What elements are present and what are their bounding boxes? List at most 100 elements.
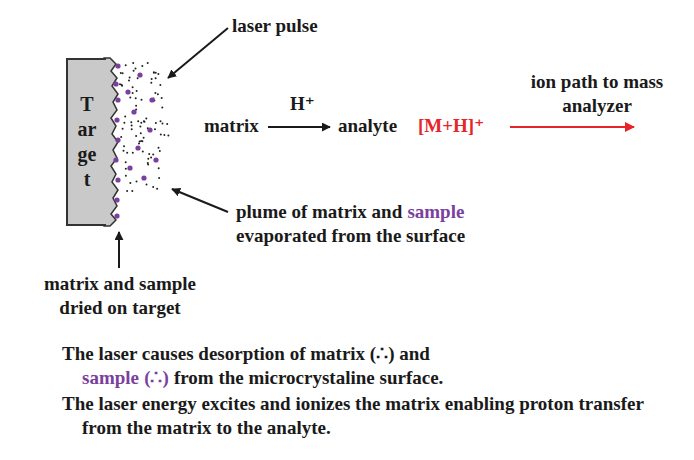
callout-text: evaporated from the surface [236,225,465,246]
sample-dot [127,165,132,170]
matrix-dot [158,177,160,179]
plume-dots [113,62,169,219]
caption-line: from the microcrystaline surface. [174,367,443,388]
callout-text: ion path to mass analyzer [526,70,668,118]
matrix-dot [130,121,132,123]
matrix-dot [135,67,137,69]
matrix-dot [138,142,140,144]
matrix-dot [131,128,133,130]
matrix-dot [132,62,134,64]
matrix-dot [122,128,124,130]
matrix-dot [157,73,159,75]
matrix-dot [153,71,155,73]
matrix-dot [155,72,157,74]
matrix-dot [123,145,125,147]
matrix-dot [141,140,143,142]
matrix-dot [140,122,142,124]
caption-line: The laser energy excites and ionizes the… [62,392,688,440]
matrix-dot [167,135,169,137]
matrix-dot [136,181,138,183]
matrix-dot [154,128,156,130]
proton-label: H⁺ [290,93,315,114]
matrix-dot [155,122,157,124]
sample-dot [113,157,118,162]
matrix-dot [160,120,162,122]
matrix-dot [123,122,125,124]
sample-dot [125,89,130,94]
ion-formula: [M+H]⁺ [418,115,484,136]
matrix-dot [161,107,163,109]
sample-dot [115,63,120,68]
proton-label: H⁺ [290,92,315,116]
matrix-dot [147,162,149,164]
matrix-dot [141,65,143,67]
matrix-dot [129,77,131,79]
matrix-dot [148,153,150,155]
matrix-dot [154,92,156,94]
sample-dot [137,72,142,77]
matrix-dot [151,78,153,80]
callout-text: plume of matrix andsample [236,200,464,224]
matrix-dot [135,105,137,107]
matrix-dot [129,97,131,99]
matrix-dot [147,158,149,160]
sample-dot [135,145,140,150]
matrix-dot [146,183,148,185]
plume-pointer [172,189,228,212]
matrix-dot [156,188,158,190]
matrix-dot [155,77,157,79]
callout-text: laser pulse [232,15,318,36]
matrix-dot [121,85,123,87]
matrix-dot [166,123,168,125]
matrix-dot [128,79,130,81]
sample-dot [131,109,136,114]
callout-text: ion path to mass analyzer [531,71,664,116]
matrix-dot [143,137,145,139]
matrix-dot [142,150,144,152]
matrix-dot [159,150,161,152]
target-plate: Target [66,58,106,226]
sample-dot [114,117,119,122]
sample-dot [141,175,146,180]
matrix-dot [126,152,128,154]
matrix-dot [161,97,163,99]
matrix-dot [144,121,146,123]
caption-line: The laser energy excites and ionizes the… [62,393,644,438]
sample-dot [114,197,119,202]
callout-text: plume of matrix and [236,201,402,222]
matrix-dot [129,182,131,184]
matrix-dot [125,161,127,163]
matrix-dot [135,135,137,137]
matrix-dot [125,168,127,170]
matrix-dot [145,118,147,120]
sample-dot [114,213,119,218]
matrix-dot [126,190,128,192]
matrix-dot [119,83,121,85]
matrix-dot [139,126,141,128]
caption-line: The laser causes desorption of matrix (∴… [62,342,430,366]
laser-pointer [168,28,228,78]
matrix-dot [147,62,149,64]
caption-line: sample [82,367,139,388]
caption-line: sample(∴)from the microcrystaline surfac… [82,366,443,390]
species-text: matrix [204,115,259,136]
matrix-dot [133,70,135,72]
matrix-dot [150,157,152,159]
matrix-dot [137,120,139,122]
matrix-dot [141,99,143,101]
matrix-dot [158,147,160,149]
species-text: analyte [338,115,397,136]
matrix-dot [120,136,122,138]
caption-line: The laser causes desorption of matrix (∴… [62,343,430,364]
ion-formula: [M+H]⁺ [418,114,484,138]
sample-dot [149,97,154,102]
species-text: matrix [204,114,259,138]
target-label: Target [77,92,97,192]
caption-line: (∴) [144,367,169,388]
sample-dot [115,97,120,102]
matrix-dot [162,123,164,125]
matrix-dot [123,150,125,152]
matrix-dot [132,92,134,94]
matrix-dot [131,125,133,127]
